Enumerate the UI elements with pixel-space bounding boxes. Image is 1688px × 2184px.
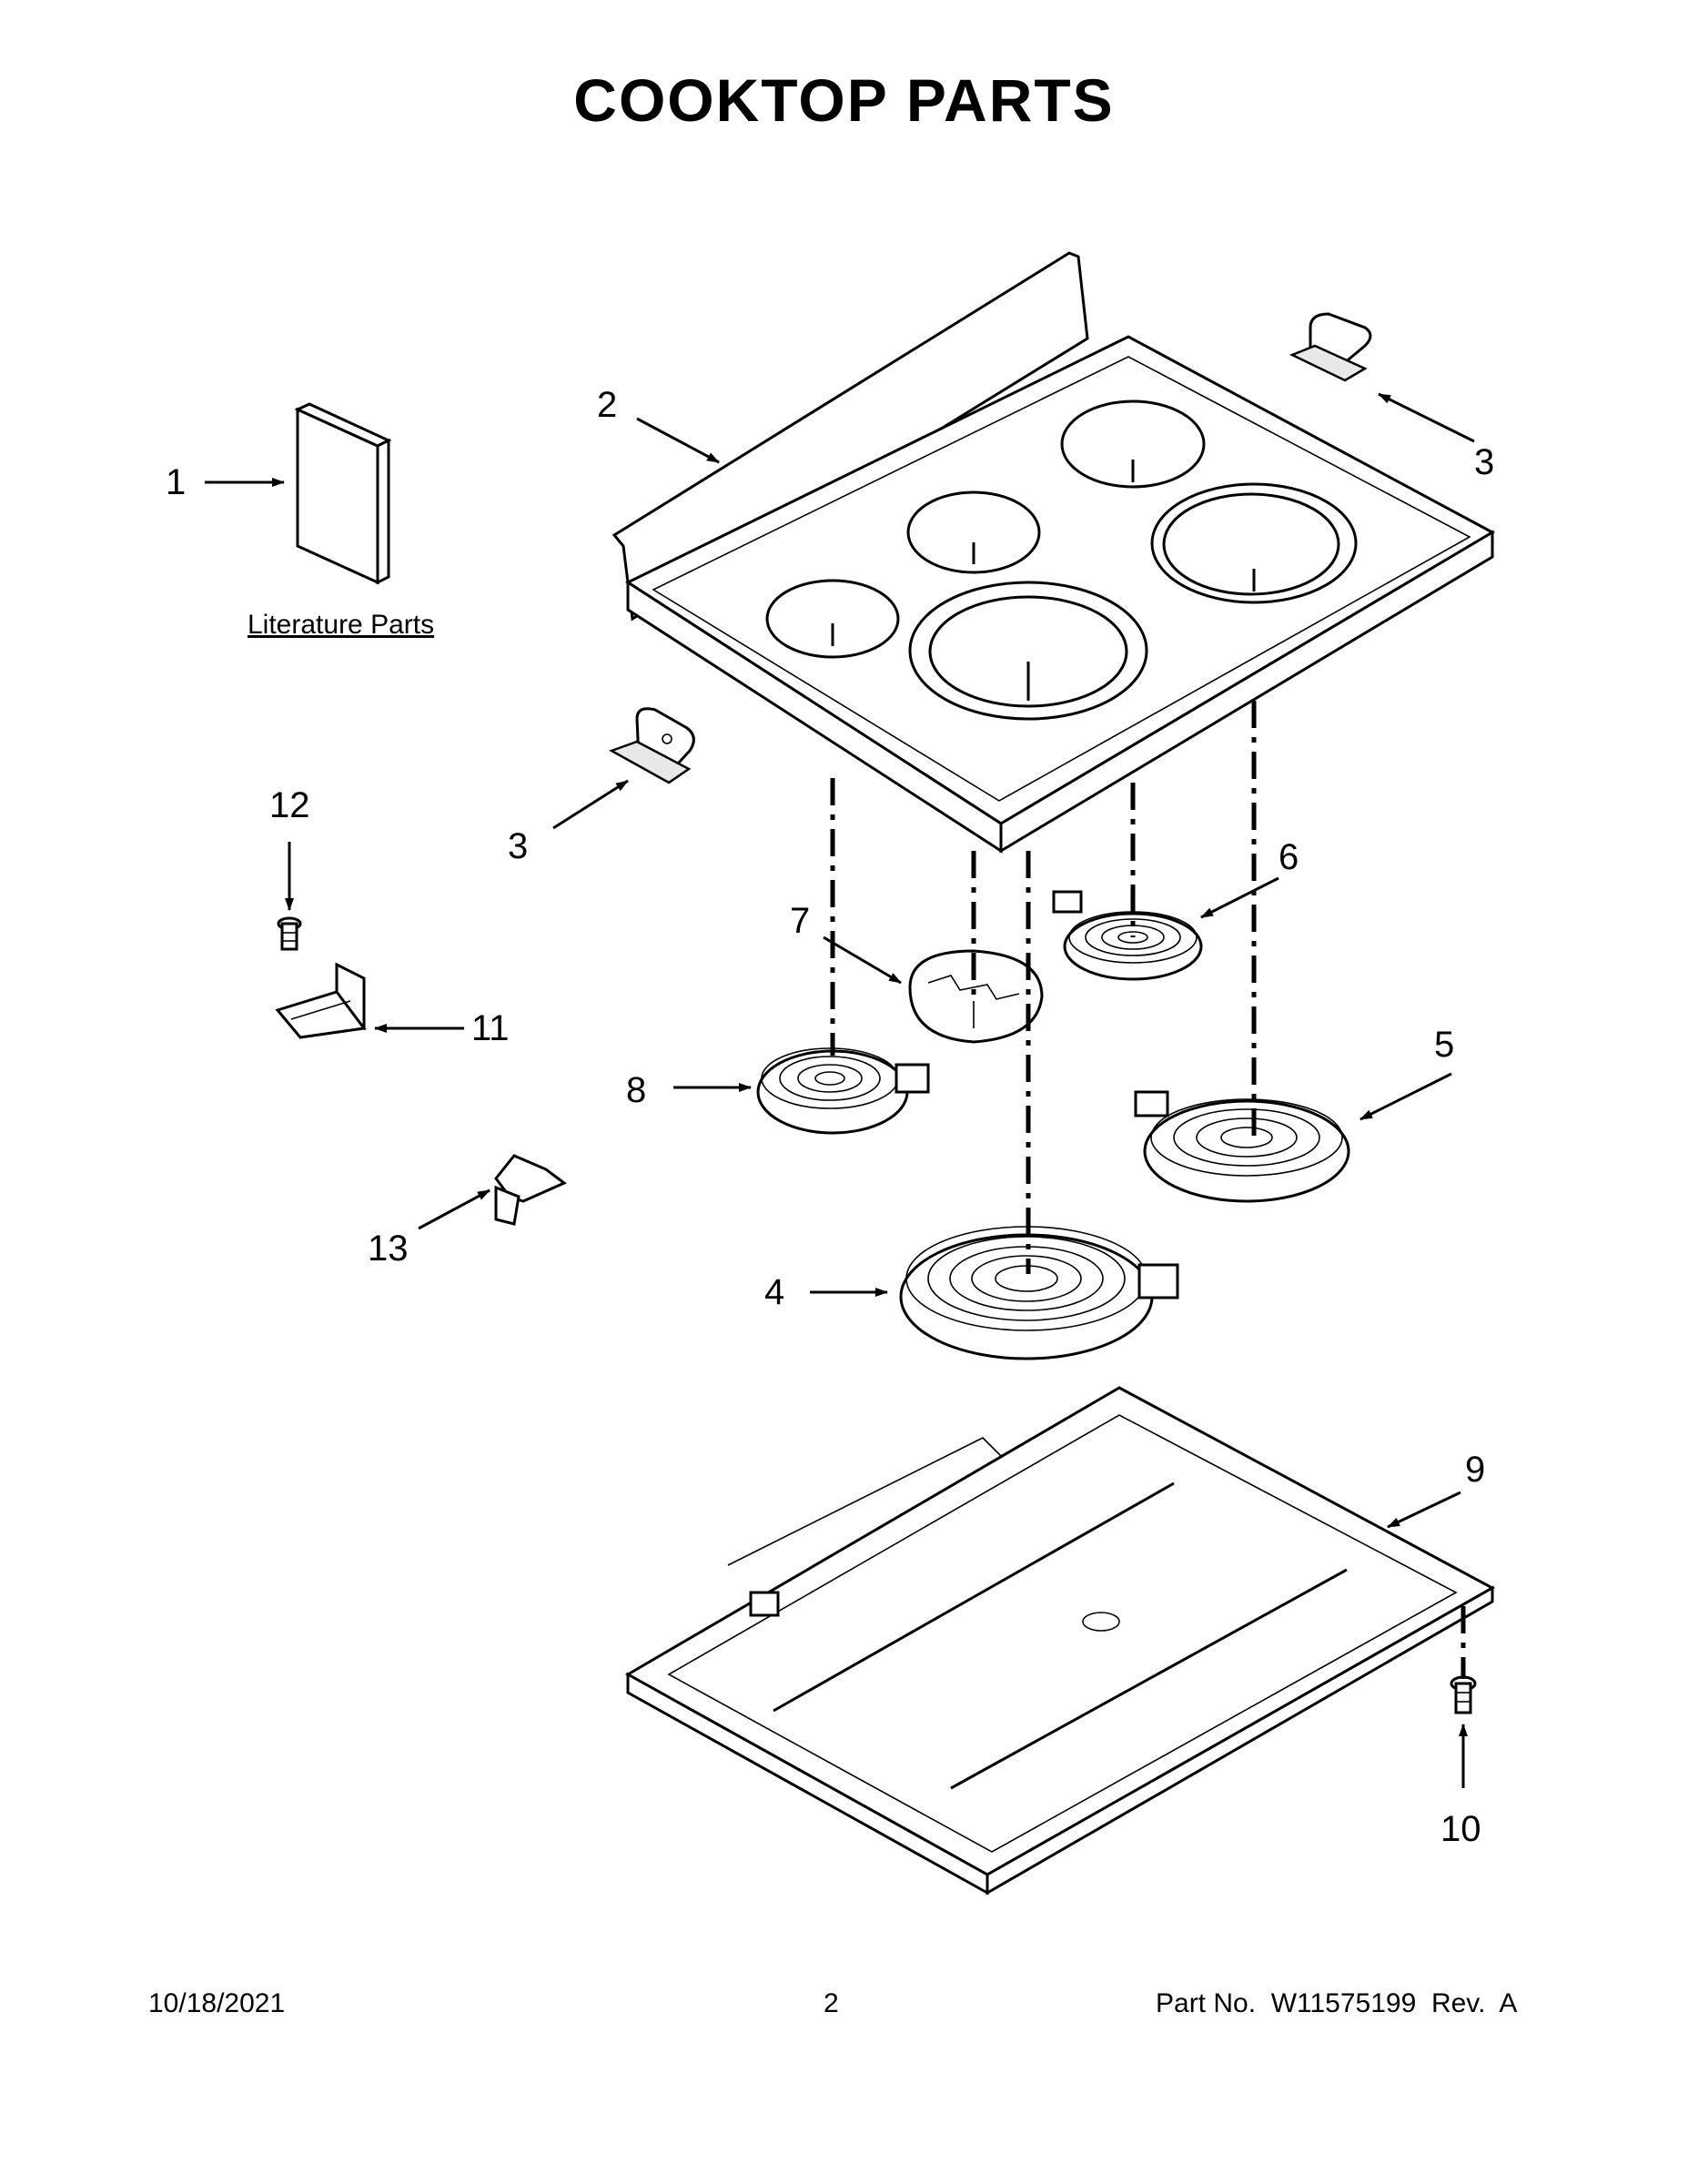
footer-part-number: Part No. W11575199 Rev. A xyxy=(1156,1988,1518,2018)
callout-5: 5 xyxy=(1434,1025,1455,1065)
screw-small xyxy=(277,916,302,951)
callout-11: 11 xyxy=(471,1008,510,1048)
callout-4: 4 xyxy=(764,1272,785,1312)
callout-9: 9 xyxy=(1465,1450,1486,1490)
surface-element-large xyxy=(899,1226,1179,1360)
footer-page-number: 2 xyxy=(824,1988,839,2018)
footer-date: 10/18/2021 xyxy=(148,1988,286,2018)
cooktop-burner-rings xyxy=(765,399,1358,721)
callout-2: 2 xyxy=(597,385,618,425)
callout-1: 1 xyxy=(166,462,187,502)
callout-3-right: 3 xyxy=(1474,442,1495,482)
surface-element-left xyxy=(756,1047,930,1135)
callout-12: 12 xyxy=(269,785,310,825)
callout-3-left: 3 xyxy=(508,826,529,866)
callout-6: 6 xyxy=(1279,837,1299,877)
surface-element-small xyxy=(1052,890,1203,981)
callout-7: 7 xyxy=(790,901,811,941)
spring-clip xyxy=(494,1154,567,1226)
screw-large xyxy=(1450,1675,1477,1714)
callout-arrows xyxy=(205,392,1475,1788)
literature-parts-link: Literature Parts xyxy=(248,610,435,640)
cooktop-glass-top xyxy=(612,251,1496,854)
callout-10: 10 xyxy=(1440,1809,1481,1849)
callout-13: 13 xyxy=(368,1228,409,1269)
literature-booklet xyxy=(294,402,392,585)
hold-down-bracket-left xyxy=(608,707,695,784)
heat-shield xyxy=(908,949,1044,1044)
callout-8: 8 xyxy=(626,1070,647,1110)
hold-down-bracket-right xyxy=(1289,312,1372,382)
alignment-lines xyxy=(830,701,1466,1679)
surface-element-right xyxy=(1134,1090,1350,1203)
mounting-clip xyxy=(275,962,367,1039)
burner-box xyxy=(624,1386,1496,1896)
page-title: COOKTOP PARTS xyxy=(573,66,1115,134)
